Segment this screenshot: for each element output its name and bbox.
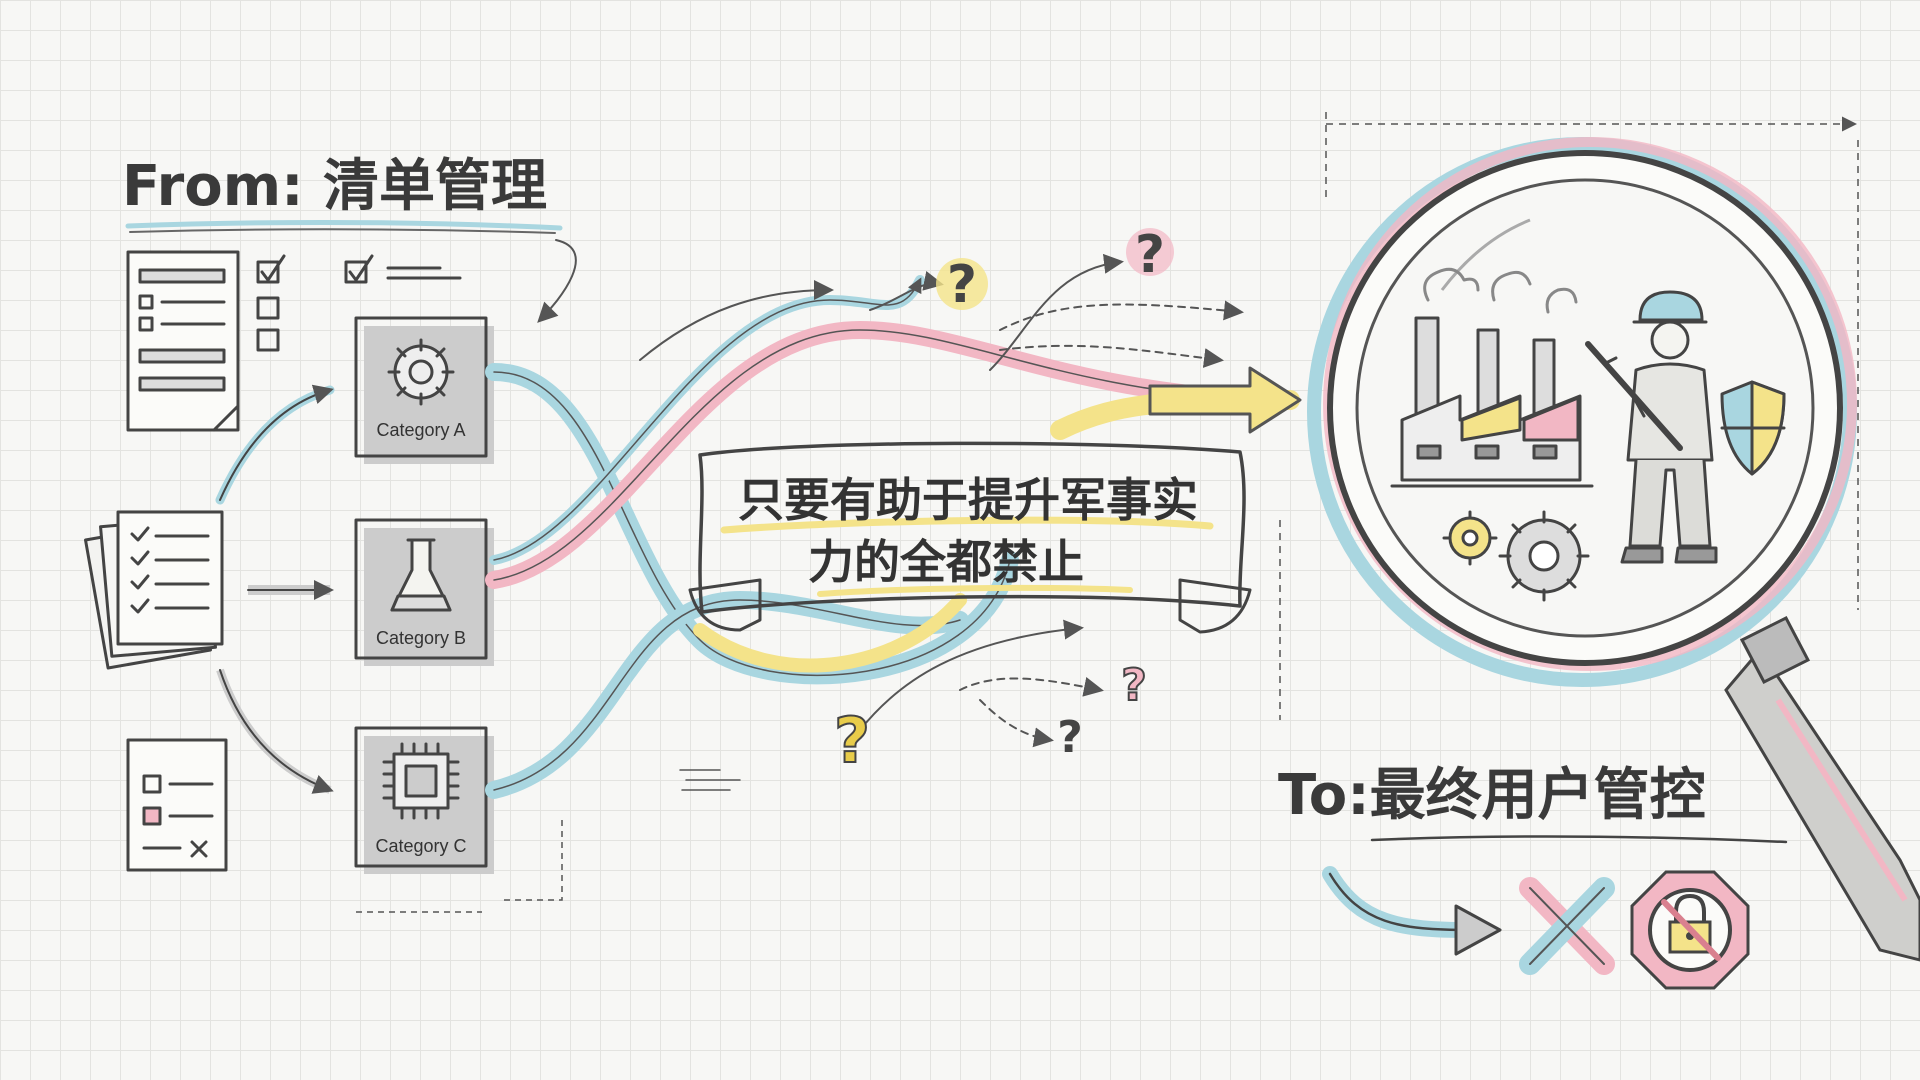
main-arrow-to-lens <box>1148 366 1302 434</box>
magnifier-handle <box>1724 616 1920 962</box>
flow-ribbons <box>485 275 1300 799</box>
question-mark-icon: ? <box>1057 712 1083 763</box>
dimension-marks-left <box>356 818 563 913</box>
question-marks: ? ? ? ? ? <box>833 225 1174 778</box>
question-mark-icon: ? <box>834 704 870 777</box>
prohibited-lock-icon <box>1630 870 1750 990</box>
flask-icon <box>390 538 452 612</box>
shield-icon <box>1720 380 1786 476</box>
banner-scroll: 只要有助于提升军事实 力的全都禁止 <box>688 441 1252 634</box>
question-mark-icon: ? <box>947 255 977 315</box>
gear-icon <box>387 338 455 406</box>
category-c-label: Category C <box>375 836 466 856</box>
arrow-icon <box>1322 866 1502 956</box>
doc-to-category-arrows <box>215 384 335 794</box>
magnifier-dimension-lines <box>1279 112 1859 720</box>
to-title: To:最终用户管控 <box>1278 763 1706 828</box>
checklist-x-document-icon <box>126 738 228 872</box>
category-a-label: Category A <box>376 420 465 440</box>
category-a-box: Category A <box>354 316 494 464</box>
gears-icon <box>1442 510 1590 602</box>
microchip-icon <box>382 742 460 820</box>
soldier-icon <box>1585 290 1718 564</box>
scattered-arrows <box>537 239 1244 791</box>
stacked-checklist-icon <box>84 510 224 670</box>
question-mark-icon: ? <box>1121 660 1147 711</box>
category-b-label: Category B <box>376 628 466 648</box>
from-title: From: 清单管理 <box>122 154 547 219</box>
checkbox-column <box>256 254 462 352</box>
question-mark-icon: ? <box>1135 225 1165 285</box>
x-mark-icon <box>1519 877 1615 975</box>
banner-line-2: 力的全都禁止 <box>808 535 1084 589</box>
checklist-document-icon <box>126 250 240 432</box>
category-c-box: Category C <box>354 726 494 874</box>
to-heading: To:最终用户管控 <box>1278 763 1788 844</box>
category-b-box: Category B <box>354 518 494 666</box>
factory-icon <box>1390 267 1594 488</box>
from-heading: From: 清单管理 <box>122 154 563 234</box>
banner-line-1: 只要有助于提升军事实 <box>738 473 1198 527</box>
